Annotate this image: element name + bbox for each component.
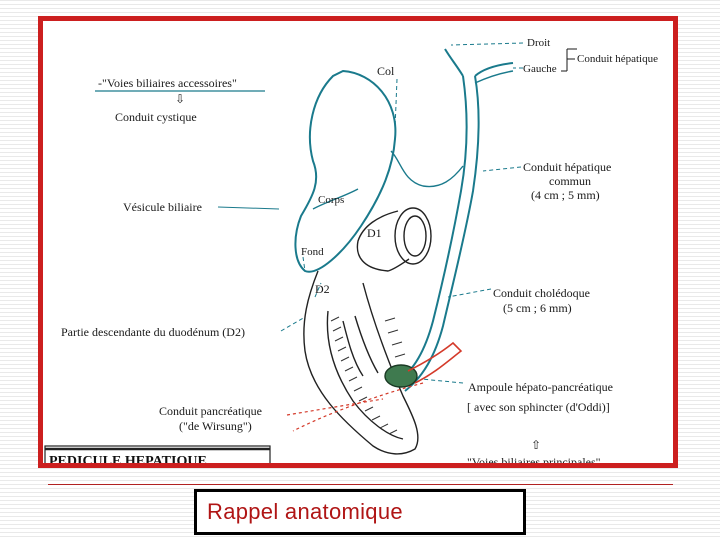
right-hepatic-branch	[444, 48, 464, 77]
label-corps: Corps	[318, 194, 344, 206]
biliary-anatomy-diagram: -"Voies biliaires accessoires" ⇩ Conduit…	[44, 37, 658, 463]
label-conduit-hepatique: Conduit hépatique	[577, 53, 658, 65]
label-choledoque-2: (5 cm ; 6 mm)	[503, 301, 572, 315]
label-pedicule: PEDICULE HEPATIQUE	[49, 454, 207, 463]
label-d1: D1	[367, 226, 382, 240]
label-voies-principales: "Voies biliaires principales"	[467, 455, 601, 463]
label-vesicule: Vésicule biliaire	[123, 200, 202, 214]
duodenum-d1-body	[356, 210, 410, 272]
label-partie-d2: Partie descendante du duodénum (D2)	[61, 325, 245, 339]
arrow-down-glyph: ⇩	[175, 92, 185, 106]
hepatic-branch-lower	[474, 70, 514, 84]
duodenum-d1-inner	[403, 215, 427, 257]
duodenum-mucosa-hatching	[330, 316, 406, 435]
duodenum-d2-inner	[326, 310, 404, 440]
gallbladder-fold	[312, 188, 359, 210]
slide-caption: Rappel anatomique	[207, 499, 403, 524]
duodenum-folds	[342, 315, 379, 377]
label-ampoule-2: [ avec son sphincter (d'Oddi)]	[467, 400, 610, 414]
arrow-up-glyph: ⇧	[531, 438, 541, 452]
left-hepatic-branch	[474, 62, 514, 77]
hepatic-duct-left-wall	[397, 75, 468, 382]
label-droit: Droit	[527, 37, 550, 49]
slide-frame: -"Voies biliaires accessoires" ⇩ Conduit…	[38, 16, 678, 468]
leader-lines	[95, 42, 577, 416]
label-choledoque-1: Conduit cholédoque	[493, 286, 590, 300]
duodenum-d1-opening	[394, 207, 432, 265]
caption-box: Rappel anatomique	[194, 489, 526, 535]
label-pancreatique-2: ("de Wirsung")	[179, 419, 252, 433]
label-fond: Fond	[301, 246, 324, 258]
cystic-duct	[390, 150, 464, 188]
label-d2: D2	[315, 282, 330, 296]
label-hep-commun-3: (4 cm ; 5 mm)	[531, 188, 600, 202]
pancreatic-duct	[407, 341, 463, 384]
label-voies-accessoires: -"Voies biliaires accessoires"	[98, 76, 237, 90]
gallbladder-outline	[294, 69, 397, 273]
label-hep-commun-1: Conduit hépatique	[523, 160, 611, 174]
label-conduit-cystique: Conduit cystique	[115, 110, 197, 124]
label-ampoule-1: Ampoule hépato-pancréatique	[468, 380, 613, 394]
label-hep-commun-2: commun	[549, 174, 591, 188]
slide-separator-line	[48, 484, 673, 485]
pancreas-outline-dashed	[292, 382, 424, 432]
label-pancreatique-1: Conduit pancréatique	[159, 404, 262, 418]
label-col: Col	[377, 64, 395, 78]
label-gauche: Gauche	[523, 63, 557, 75]
duodenum-d2-outer	[303, 270, 419, 455]
